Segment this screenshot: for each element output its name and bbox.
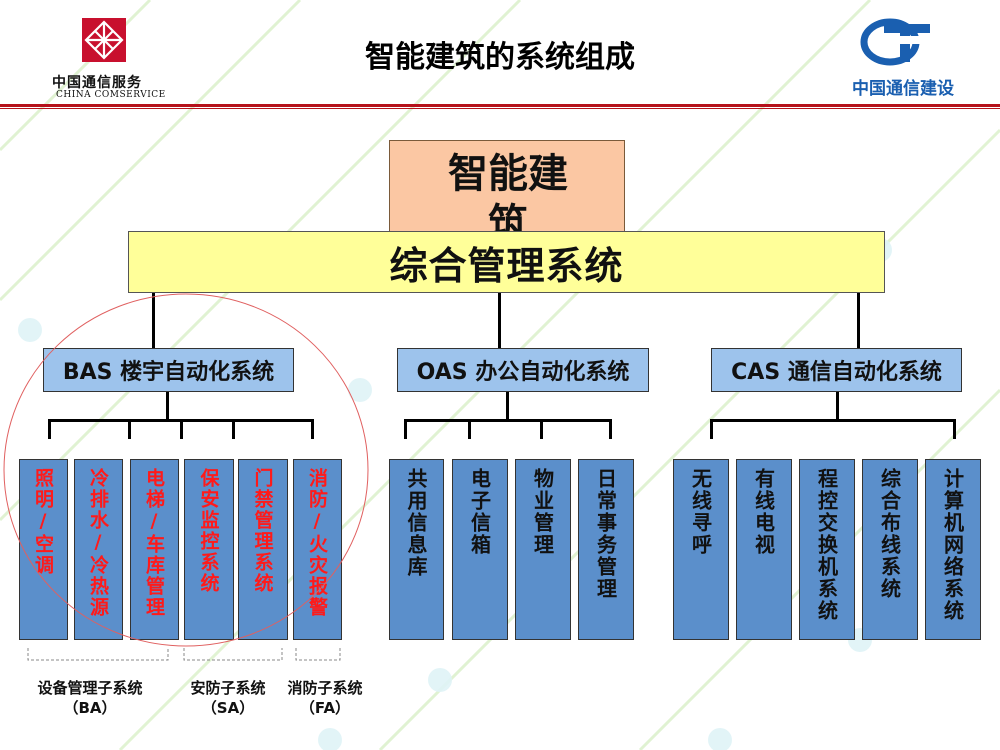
subgroup-name: 消防子系统 [287, 679, 363, 697]
root-node-label: 智能建筑 [448, 151, 568, 232]
leaf-label: 电子信箱 [467, 468, 492, 556]
leaf-node: 照明/空调 [19, 459, 68, 640]
subgroup-label-ba: 设备管理子系统 （BA） [20, 678, 160, 718]
subgroup-label-sa: 安防子系统 （SA） [180, 678, 276, 718]
system-node-cas: CAS 通信自动化系统 [711, 348, 962, 392]
leaf-node: 物业管理 [515, 459, 571, 640]
leaf-node: 无线寻呼 [673, 459, 729, 640]
leaf-label: 消防/火灾报警 [306, 468, 328, 618]
leaf-node: 冷排水/冷热源 [74, 459, 123, 640]
china-comservice-logo-icon [82, 18, 126, 62]
connector [468, 419, 471, 439]
connector [166, 392, 169, 420]
connector [48, 419, 51, 439]
china-comm-construction-logo-icon [860, 18, 930, 66]
leaf-label: 物业管理 [530, 468, 555, 556]
leaf-label: 程控交换机系统 [814, 468, 839, 622]
leaf-node: 日常事务管理 [578, 459, 634, 640]
left-logo-cn: 中国通信服务 [52, 75, 142, 91]
leaf-node: 门禁管理系统 [238, 459, 288, 640]
connector [498, 293, 501, 349]
bas-highlight-ellipse [3, 293, 369, 647]
connector [710, 419, 956, 422]
leaf-label: 照明/空调 [32, 468, 54, 576]
connector [404, 419, 407, 439]
connector [857, 293, 860, 349]
leaf-label: 综合布线系统 [877, 468, 902, 600]
connector [710, 419, 713, 439]
leaf-node: 共用信息库 [389, 459, 444, 640]
connector [506, 392, 509, 420]
leaf-node: 计算机网络系统 [925, 459, 981, 640]
connector [128, 419, 131, 439]
page-title: 智能建筑的系统组成 [365, 40, 635, 75]
header-rule [0, 104, 1000, 107]
leaf-node: 电子信箱 [452, 459, 508, 640]
subgroup-code: （SA） [201, 699, 255, 717]
leaf-node: 保安监控系统 [184, 459, 234, 640]
leaf-node: 程控交换机系统 [799, 459, 855, 640]
leaf-label: 无线寻呼 [688, 468, 713, 556]
connector [836, 392, 839, 420]
system-node-bas: BAS 楼宇自动化系统 [43, 348, 294, 392]
leaf-node: 综合布线系统 [862, 459, 918, 640]
subgroup-name: 设备管理子系统 [37, 679, 143, 697]
header-rule-thin [0, 108, 1000, 109]
leaf-label: 保安监控系统 [197, 468, 220, 594]
connector [180, 419, 183, 439]
leaf-node: 电梯/车库管理 [130, 459, 179, 640]
connector [311, 419, 314, 439]
subgroup-brackets [27, 648, 341, 661]
leaf-label: 日常事务管理 [593, 468, 618, 600]
connector [232, 419, 235, 439]
management-node: 综合管理系统 [128, 231, 885, 293]
leaf-label: 门禁管理系统 [251, 468, 274, 594]
right-logo-text: 中国通信建设 [852, 79, 954, 99]
connector [953, 419, 956, 439]
connector [540, 419, 543, 439]
subgroup-code: （FA） [299, 699, 351, 717]
subgroup-code: （BA） [63, 699, 117, 717]
subgroup-name: 安防子系统 [190, 679, 266, 697]
left-logo-en: CHINA COMSERVICE [56, 90, 166, 100]
leaf-label: 有线电视 [751, 468, 776, 556]
leaf-label: 电梯/车库管理 [143, 468, 165, 618]
leaf-node: 有线电视 [736, 459, 792, 640]
connector [609, 419, 612, 439]
subgroup-label-fa: 消防子系统 （FA） [278, 678, 372, 718]
connector [152, 293, 155, 349]
root-node: 智能建筑 [389, 140, 625, 232]
system-node-oas: OAS 办公自动化系统 [397, 348, 649, 392]
leaf-label: 计算机网络系统 [940, 468, 965, 622]
leaf-node: 消防/火灾报警 [293, 459, 342, 640]
leaf-label: 共用信息库 [404, 468, 428, 578]
leaf-label: 冷排水/冷热源 [87, 468, 109, 618]
connector [404, 419, 612, 422]
